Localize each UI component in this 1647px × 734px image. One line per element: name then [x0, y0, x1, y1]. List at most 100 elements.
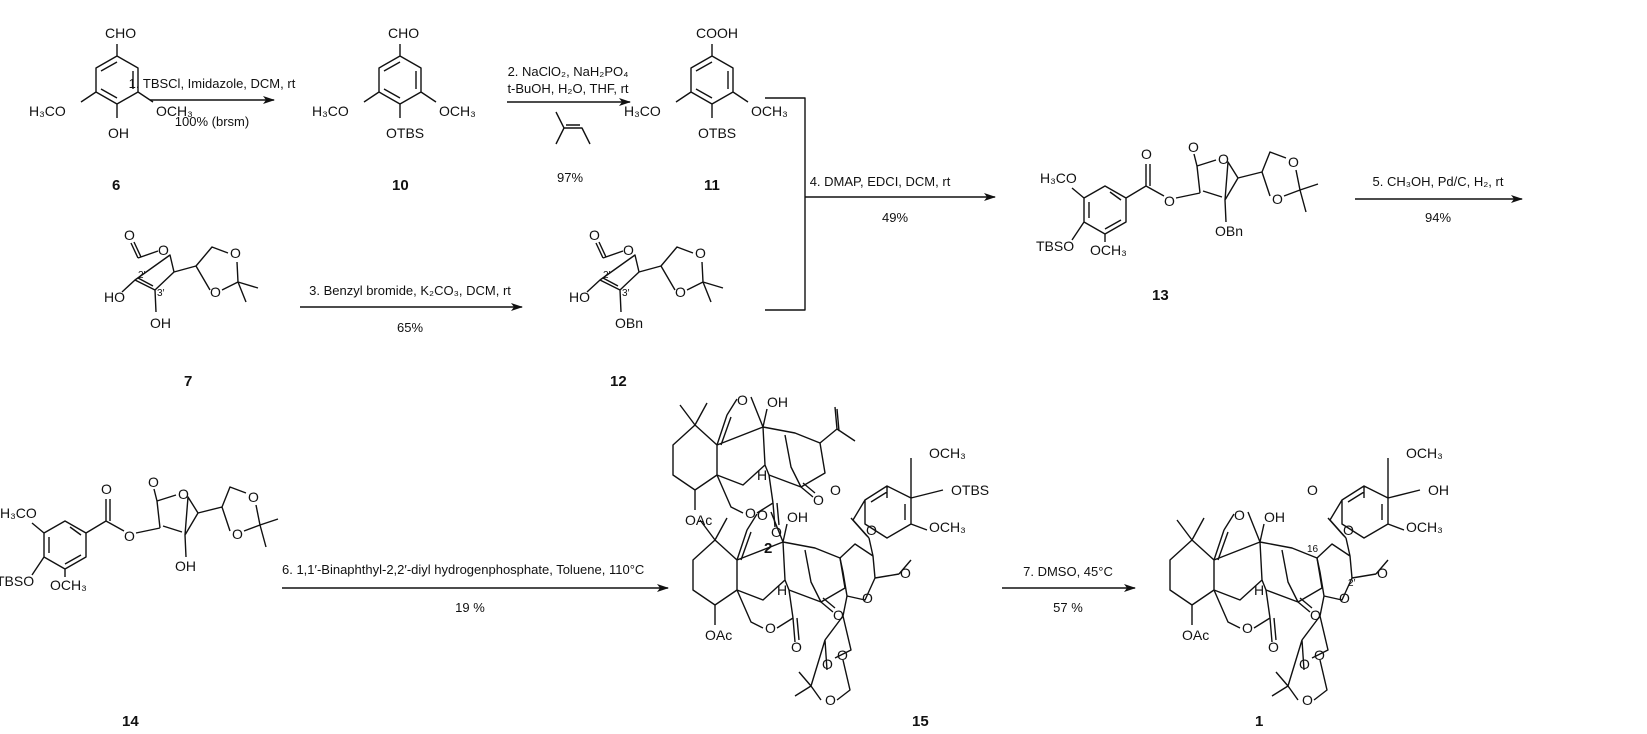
atom-label: OCH₃ [1406, 519, 1443, 535]
atom-label: O [791, 639, 802, 655]
atom-label: O [813, 492, 824, 508]
compound-label-12: 12 [610, 373, 627, 390]
atom-label: OH [175, 558, 196, 574]
atom-label: O [1188, 139, 1199, 155]
step-2-reagents: 2. NaClO₂, NaH₂PO₄ [508, 64, 629, 79]
step-4-yield: 49% [882, 210, 908, 225]
side-chain [794, 458, 944, 701]
lactone-ester [1071, 151, 1319, 242]
atom-label: O [1288, 154, 1299, 170]
step-2-yield: 97% [557, 170, 583, 185]
atom-label: OTBS [386, 125, 424, 141]
compound-label-14: 14 [122, 713, 139, 730]
atom-label: O [124, 528, 135, 544]
ascorbate-acetonide [121, 241, 259, 313]
atom-label: OCH₃ [929, 445, 966, 461]
compound-11: COOH H₃CO OCH₃ OTBS [624, 25, 788, 141]
diterpenoid-core [672, 396, 826, 528]
benzene-ring [80, 44, 154, 118]
atom-label: O [833, 607, 844, 623]
atom-label: CHO [105, 25, 136, 41]
step-5-reagents: 5. CH₃OH, Pd/C, H₂, rt [1373, 174, 1504, 189]
compound-2: O OH H O OAc O O [672, 392, 856, 540]
atom-label: O [1302, 692, 1313, 708]
ascorbate-acetonide [586, 241, 724, 313]
atom-label: OBn [615, 315, 643, 331]
compound-1: O OH H O OAc O O O O OCH₃ OH OCH₃ O O O … [1169, 445, 1449, 708]
atom-label: O [830, 482, 841, 498]
atom-label: O [765, 620, 776, 636]
atom-label: OH [108, 125, 129, 141]
atom-label: O [837, 647, 848, 663]
atom-label: O [1218, 151, 1229, 167]
benzene-ring [675, 44, 749, 118]
atom-label: O [757, 507, 768, 523]
compound-label-7: 7 [184, 373, 192, 390]
atom-label: O [1314, 647, 1325, 663]
atom-label: O [866, 522, 877, 538]
atom-label: HO [104, 289, 125, 305]
atom-label: O [862, 590, 873, 606]
atom-label: OCH₃ [156, 103, 193, 119]
atom-label: OAc [705, 627, 732, 643]
atom-label: TBSO [0, 573, 34, 589]
side-chain [1271, 458, 1421, 701]
atom-label: H₃CO [1040, 170, 1077, 186]
atom-label: H₃CO [29, 103, 66, 119]
atom-label: O [745, 505, 756, 521]
step-7-reagents: 7. DMSO, 45°C [1023, 564, 1113, 579]
atom-label: O [248, 489, 259, 505]
atom-label: O [1234, 507, 1245, 523]
atom-label: O [230, 245, 241, 261]
step-4-reagents: 4. DMAP, EDCI, DCM, rt [810, 174, 951, 189]
2-methyl-2-butene-structure [555, 111, 591, 145]
atom-label: O [1272, 191, 1283, 207]
atom-label: OCH₃ [1406, 445, 1443, 461]
atom-label: O [900, 565, 911, 581]
atom-label: OCH₃ [50, 577, 87, 593]
atom-label: O [210, 284, 221, 300]
atom-label: H₃CO [0, 505, 37, 521]
atom-label: O [1268, 639, 1279, 655]
atom-label: OCH₃ [1090, 242, 1127, 258]
compound-label-13: 13 [1152, 287, 1169, 304]
atom-label: O [695, 245, 706, 261]
atom-label: O [822, 656, 833, 672]
atom-label: HO [569, 289, 590, 305]
compound-15: O OH H O OAc O O O O OCH₃ OTBS OCH₃ O O … [692, 445, 989, 708]
diterpenoid-core [692, 511, 846, 643]
atom-label: O [178, 486, 189, 502]
atom-label: CHO [388, 25, 419, 41]
atom-label: OTBS [951, 482, 989, 498]
step-1-reagents: 1. TBSCl, Imidazole, DCM, rt [129, 76, 296, 91]
atom-label: OH [767, 394, 788, 410]
step-2-reagents-line2: t-BuOH, H₂O, THF, rt [507, 81, 628, 96]
atom-label: O [1299, 656, 1310, 672]
atom-label: O [675, 284, 686, 300]
step-6-yield: 19 % [455, 600, 485, 615]
atom-label: O [771, 524, 782, 540]
atom-label: H [757, 467, 767, 483]
compound-label-1: 1 [1255, 713, 1263, 730]
position-label: 16 [1307, 544, 1319, 555]
atom-label: O [158, 242, 169, 258]
atom-label: O [1343, 522, 1354, 538]
compound-10: CHO H₃CO OCH₃ OTBS [312, 25, 476, 141]
atom-label: O [148, 474, 159, 490]
atom-label: OTBS [698, 125, 736, 141]
combine-bracket [765, 97, 806, 311]
position-label: 3′ [622, 288, 630, 299]
compound-7: O O O O HO OH 2′ 3′ [104, 227, 259, 331]
atom-label: OH [1428, 482, 1449, 498]
atom-label: O [825, 692, 836, 708]
atom-label: O [101, 481, 112, 497]
position-label: 2′ [1348, 578, 1356, 589]
diterpenoid-core [1169, 511, 1323, 643]
compound-14: H₃CO TBSO OCH₃ O O O O O O OH [0, 474, 279, 593]
compound-label-11: 11 [704, 177, 720, 194]
atom-label: O [623, 242, 634, 258]
atom-label: O [1164, 193, 1175, 209]
atom-label: OCH₃ [929, 519, 966, 535]
atom-label: OCH₃ [751, 103, 788, 119]
lactone-ester [31, 486, 279, 577]
